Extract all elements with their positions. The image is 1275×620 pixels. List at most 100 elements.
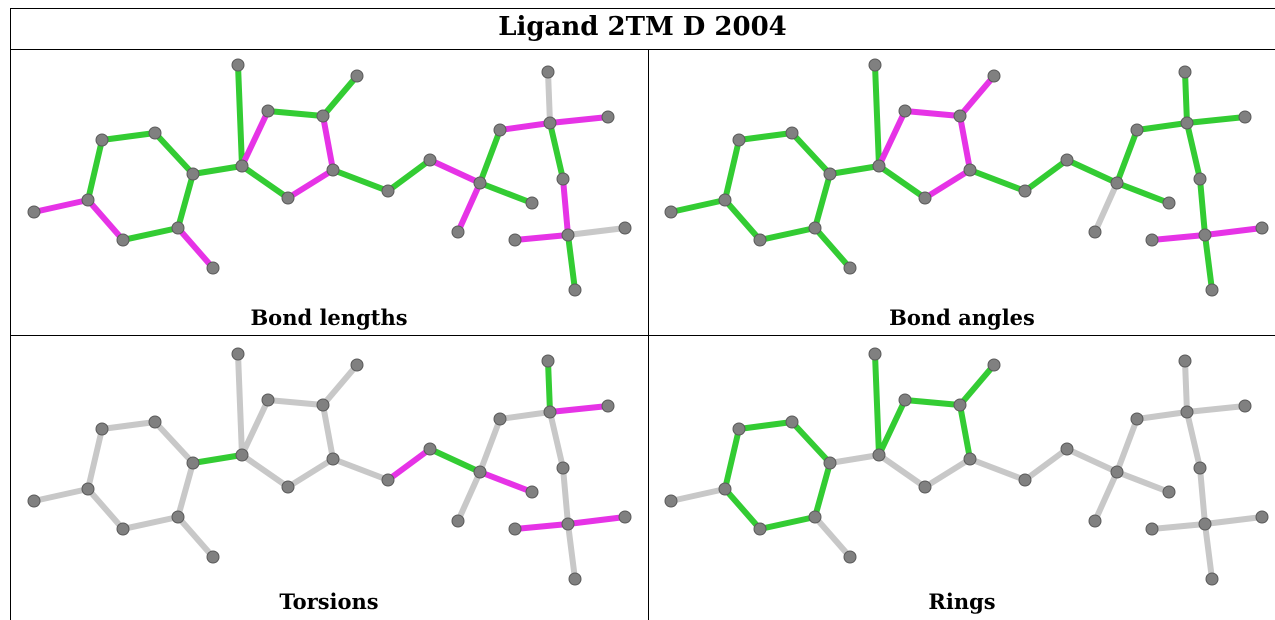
bond-0 (668, 197, 728, 215)
bond-16 (967, 456, 1028, 483)
bond-4 (175, 171, 196, 231)
bond-11 (902, 108, 963, 119)
bond-2 (736, 130, 795, 143)
atom-27 (1255, 510, 1269, 524)
atom-10 (898, 393, 912, 407)
atom-24 (1193, 172, 1207, 186)
bond-6 (722, 486, 763, 532)
bond-10 (876, 397, 908, 458)
bond-22 (497, 120, 553, 133)
atom-22 (1178, 65, 1192, 79)
atom-21 (543, 405, 557, 419)
bond-19 (477, 180, 535, 206)
atom-17 (1110, 176, 1124, 190)
bond-27 (1149, 521, 1208, 532)
bond-23 (1182, 358, 1190, 415)
bond-8 (190, 163, 245, 177)
atom-7 (206, 550, 220, 564)
atom-13 (963, 163, 977, 177)
bond-22 (497, 409, 553, 422)
bond-3 (789, 130, 833, 177)
atom-8 (872, 448, 886, 462)
atom-12 (987, 69, 1001, 83)
bond-4 (175, 460, 196, 520)
atom-2 (95, 133, 109, 147)
bond-8 (190, 452, 245, 466)
atom-3 (148, 415, 162, 429)
atom-15 (381, 473, 395, 487)
atom-5 (808, 221, 822, 235)
bond-17 (385, 157, 433, 194)
bond-3 (152, 419, 196, 466)
bond-4 (812, 171, 833, 231)
bond-22 (1134, 120, 1190, 133)
bond-29 (565, 232, 578, 293)
molecule-bond-angles (664, 58, 1269, 297)
atom-21 (543, 116, 557, 130)
atom-0 (27, 205, 41, 219)
atom-24 (556, 172, 570, 186)
bond-14 (922, 456, 973, 490)
bond-27 (512, 521, 571, 532)
atom-10 (261, 104, 275, 118)
bond-19 (1114, 180, 1172, 206)
atom-16 (423, 442, 437, 456)
atom-22 (541, 65, 555, 79)
bond-12 (957, 362, 997, 408)
atom-7 (843, 550, 857, 564)
figure-title: Ligand 2TM D 2004 (498, 12, 787, 42)
bond-2 (736, 419, 795, 432)
bond-26 (560, 176, 571, 238)
bond-2 (99, 130, 158, 143)
bond-16 (330, 167, 391, 194)
atom-27 (618, 221, 632, 235)
bond-9 (872, 62, 882, 169)
bond-23 (545, 358, 553, 415)
bond-26 (1197, 465, 1208, 527)
atom-22 (541, 354, 555, 368)
bond-10 (876, 108, 908, 169)
panel-rings: Rings (649, 336, 1275, 620)
bond-15 (239, 163, 291, 201)
bond-14 (285, 167, 336, 201)
atom-13 (326, 163, 340, 177)
atom-11 (316, 109, 330, 123)
bond-5 (757, 514, 818, 532)
molecule-bond-lengths (27, 58, 632, 297)
atom-12 (987, 358, 1001, 372)
bond-12 (320, 73, 360, 119)
atom-7 (206, 261, 220, 275)
caption-bond-lengths: Bond lengths (250, 305, 408, 330)
atom-4 (823, 456, 837, 470)
atom-28 (1205, 283, 1219, 297)
atom-19 (451, 514, 465, 528)
bond-12 (957, 73, 997, 119)
bond-27 (512, 232, 571, 243)
bond-18 (1064, 157, 1120, 186)
panel-torsions: Torsions (10, 336, 648, 620)
bond-5 (120, 514, 181, 532)
bond-9 (235, 62, 245, 169)
bond-24 (1184, 403, 1248, 415)
caption-bond-angles: Bond angles (889, 305, 1035, 330)
bond-21 (477, 416, 503, 475)
bond-6 (85, 197, 126, 243)
atom-11 (953, 109, 967, 123)
atom-0 (664, 494, 678, 508)
atom-28 (568, 572, 582, 586)
panel-bond-lengths: Bond lengths (10, 50, 648, 335)
bond-8 (827, 163, 882, 177)
bond-23 (1182, 69, 1190, 126)
atom-8 (872, 159, 886, 173)
atom-19 (451, 225, 465, 239)
bond-28 (565, 514, 628, 527)
panel-bond-angles: Bond angles (649, 50, 1275, 335)
column-divider (648, 49, 649, 620)
atom-14 (281, 191, 295, 205)
bond-8 (827, 452, 882, 466)
bond-21 (1114, 127, 1140, 186)
atom-21 (1180, 405, 1194, 419)
atom-1 (718, 482, 732, 496)
atom-10 (261, 393, 275, 407)
molecule-rings (664, 347, 1269, 586)
